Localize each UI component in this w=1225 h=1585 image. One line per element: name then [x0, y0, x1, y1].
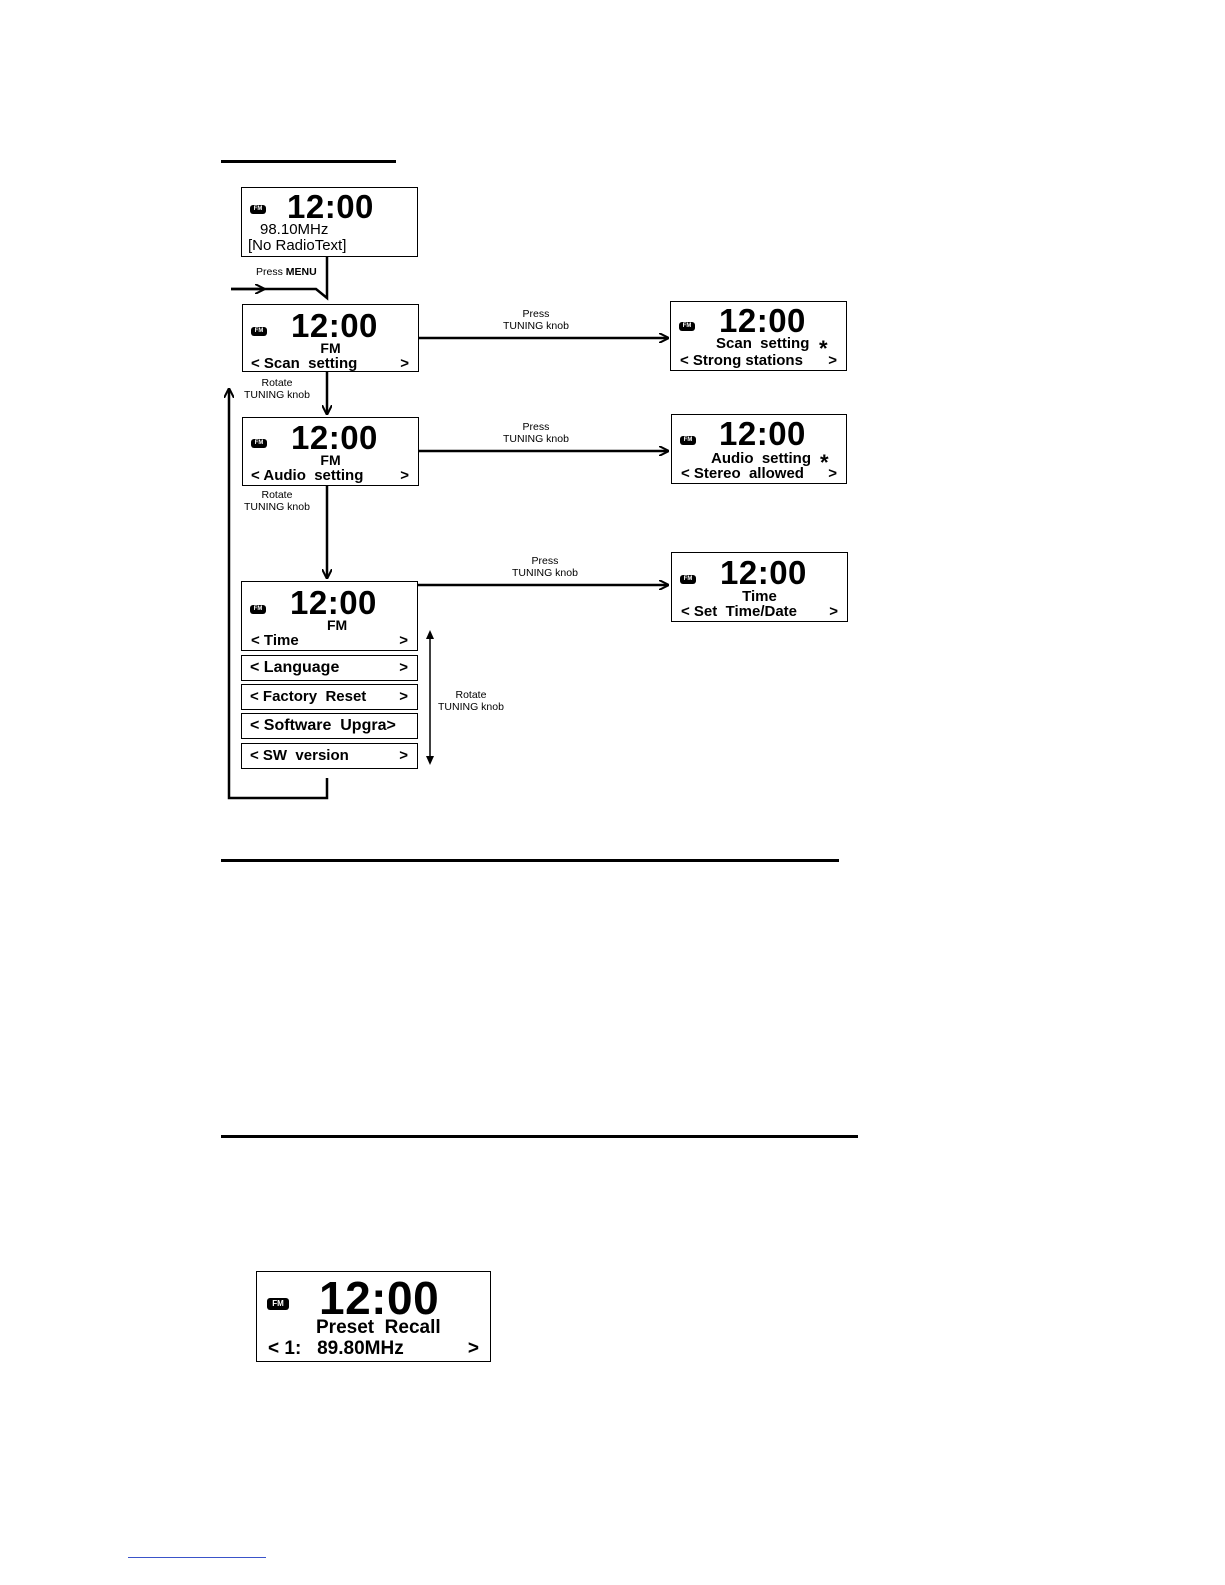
press-tuning-label-3: Press TUNING knob	[512, 555, 578, 579]
menu-item-audio-setting: < Audio setting	[251, 467, 364, 484]
press-tuning-label-2: Press TUNING knob	[503, 421, 569, 445]
next-arrow: >	[829, 603, 838, 620]
rotate-list-head-down	[426, 756, 434, 765]
press-menu-arrow	[231, 257, 329, 301]
next-arrow: >	[828, 352, 837, 369]
menu-item-factory-reset[interactable]: < Factory Reset >	[241, 684, 418, 710]
section-rule-middle	[221, 859, 839, 862]
clock-display: 12:00	[719, 415, 806, 452]
section-rule-bottom	[221, 1135, 858, 1138]
audio-detail-screen: FM 12:00 Audio setting * < Stereo allowe…	[671, 414, 847, 484]
fm-icon: FM	[250, 605, 266, 614]
next-arrow: >	[400, 355, 409, 372]
clock-display: 12:00	[287, 188, 374, 225]
clock-display: 12:00	[720, 554, 807, 591]
clock-display: 12:00	[291, 419, 378, 456]
selected-star: *	[819, 336, 828, 361]
next-arrow: >	[399, 632, 408, 649]
time-detail-screen: FM 12:00 Time < Set Time/Date >	[671, 552, 848, 622]
fm-icon: FM	[267, 1298, 289, 1310]
press-tuning-label-1: Press TUNING knob	[503, 308, 569, 332]
menu-item-language[interactable]: < Language >	[241, 655, 418, 681]
scan-detail-screen: FM 12:00 Scan setting * < Strong station…	[670, 301, 847, 371]
preset-value: < 1: 89.80MHz	[268, 1338, 404, 1359]
fm-icon: FM	[680, 436, 696, 445]
menu-item-scan-setting: < Scan setting	[251, 355, 358, 372]
rotate-label-2: Rotate TUNING knob	[244, 489, 310, 513]
loop-back-line	[229, 389, 329, 800]
scan-setting-screen[interactable]: FM 12:00 FM < Scan setting >	[242, 304, 419, 372]
section-rule-top	[221, 160, 396, 163]
clock-display: 12:00	[719, 302, 806, 339]
audio-setting-screen[interactable]: FM 12:00 FM < Audio setting >	[242, 417, 419, 486]
main-screen: FM 12:00 98.10MHz [No RadioText]	[241, 187, 418, 257]
detail-title: Audio setting	[711, 450, 811, 467]
next-arrow: >	[400, 467, 409, 484]
fm-icon: FM	[680, 575, 696, 584]
fm-icon: FM	[251, 439, 267, 448]
radiotext-text: [No RadioText]	[248, 237, 347, 254]
time-screen[interactable]: FM 12:00 FM < Time >	[241, 581, 418, 651]
band-label: FM	[327, 617, 348, 633]
band-label: FM	[320, 452, 341, 468]
press-menu-label: Press MENU	[256, 266, 317, 278]
footer-link-underline	[128, 1557, 266, 1558]
next-arrow: >	[467, 1338, 479, 1359]
clock-display: 12:00	[290, 584, 377, 621]
detail-value: < Strong stations	[680, 352, 803, 369]
detail-title: Time	[742, 588, 777, 605]
clock-display: 12:00	[291, 307, 378, 344]
fm-icon: FM	[679, 322, 695, 331]
menu-item-sw-version[interactable]: < SW version >	[241, 743, 418, 769]
frequency-text: 98.10MHz	[260, 221, 329, 238]
clock-display: 12:00	[319, 1272, 440, 1324]
menu-item-time: < Time	[251, 632, 299, 649]
next-arrow: >	[828, 465, 837, 482]
band-label: FM	[320, 340, 341, 356]
rotate-label-1: Rotate TUNING knob	[244, 377, 310, 401]
detail-value: < Stereo allowed	[681, 465, 804, 482]
detail-value: < Set Time/Date	[681, 603, 798, 620]
fm-icon: FM	[251, 327, 267, 336]
rotate-list-head-up	[426, 630, 434, 639]
menu-item-software-upgrade[interactable]: < Software Upgra>	[241, 713, 418, 739]
rotate-label-list: Rotate TUNING knob	[438, 689, 504, 713]
preset-recall-screen: FM 12:00 Preset Recall < 1: 89.80MHz >	[256, 1271, 491, 1362]
fm-icon: FM	[250, 205, 266, 214]
selected-star: *	[820, 450, 829, 475]
detail-title: Scan setting	[716, 335, 810, 352]
preset-title: Preset Recall	[316, 1317, 441, 1338]
